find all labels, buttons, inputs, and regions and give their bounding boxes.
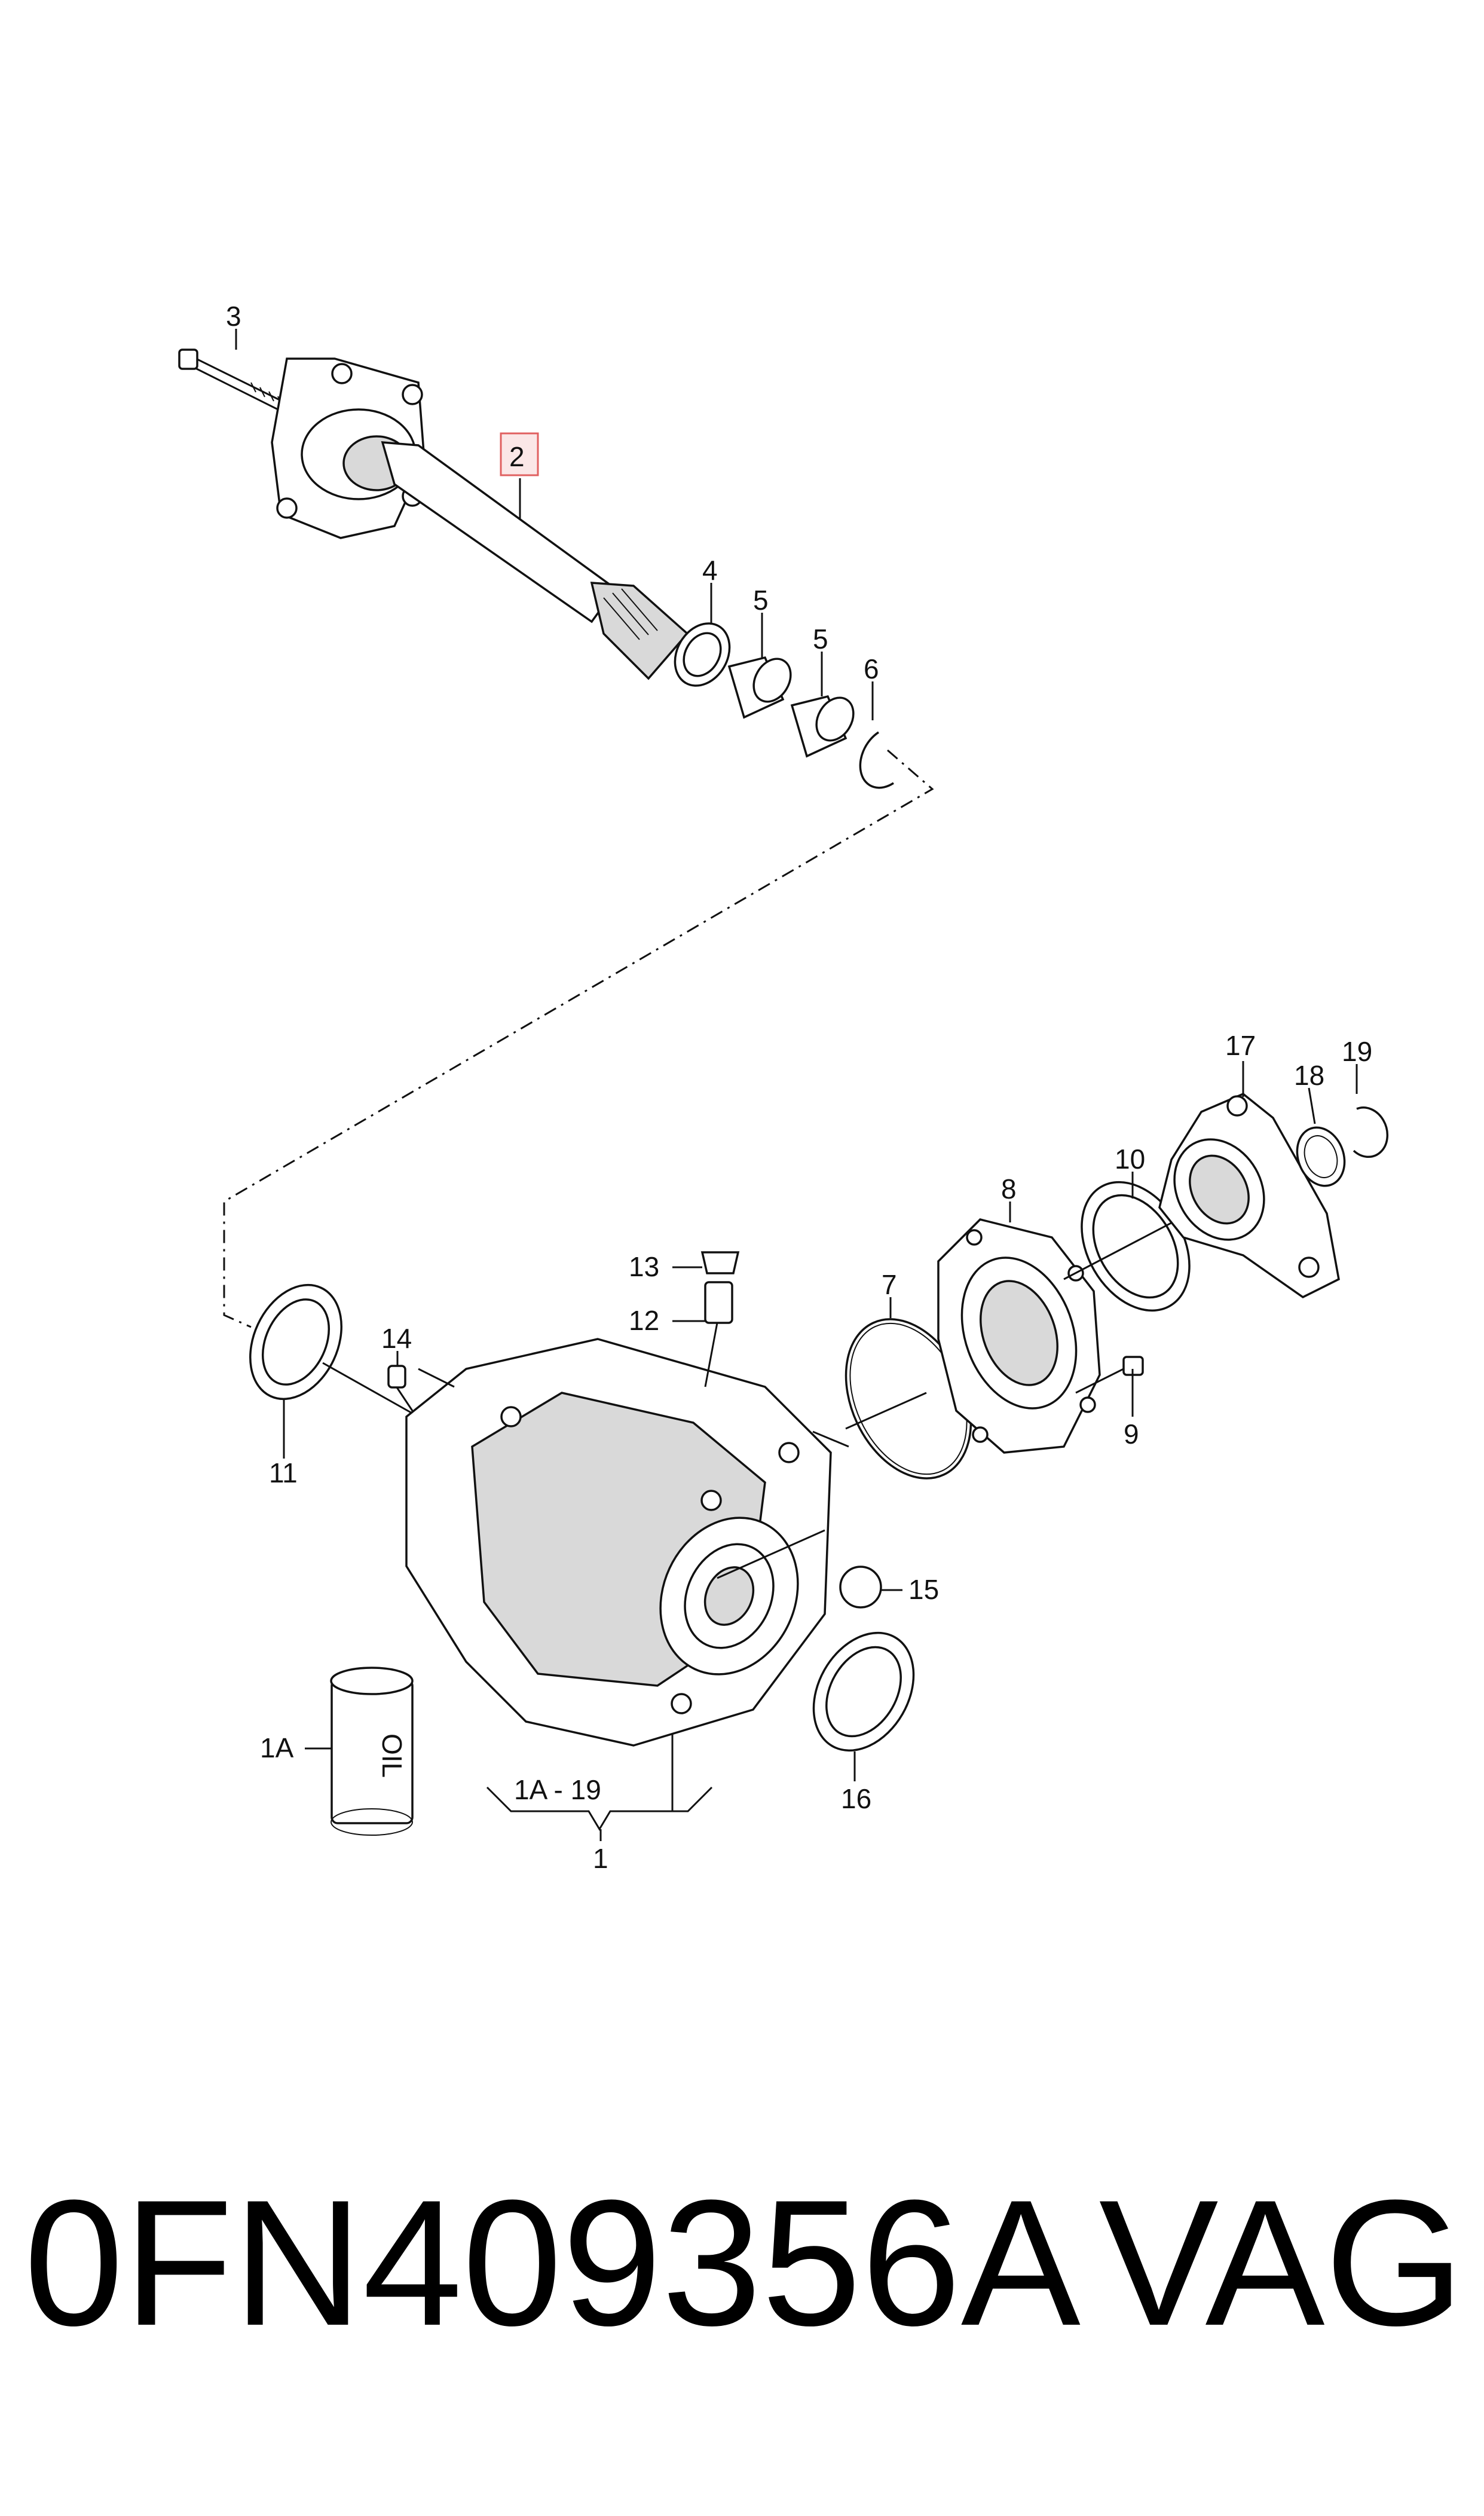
- callout-11: 11: [269, 1457, 298, 1488]
- callout-1A-19: 1A - 19: [514, 1774, 601, 1805]
- callout-5a: 5: [753, 585, 769, 616]
- leader-lines: [235, 329, 1358, 1750]
- callout-10: 10: [1115, 1144, 1145, 1175]
- breather-screw: [387, 1365, 414, 1411]
- shaft-seal-right: [1063, 1181, 1191, 1312]
- callout-13: 13: [629, 1251, 659, 1282]
- callout-9: 9: [1124, 1419, 1139, 1450]
- callout-12: 12: [629, 1305, 659, 1336]
- part-caption: 0FN409356A VAG: [24, 2164, 1470, 2361]
- callout-18: 18: [1294, 1060, 1324, 1091]
- o-ring: [844, 1318, 972, 1479]
- callout-17: 17: [1225, 1030, 1256, 1061]
- callout-19: 19: [1342, 1036, 1372, 1067]
- output-flange: [1158, 1092, 1340, 1299]
- housing-seal: [812, 1631, 915, 1781]
- needle-bearing: [727, 656, 792, 719]
- callout-1: 1: [593, 1843, 608, 1874]
- callout-2: 2: [509, 441, 525, 472]
- callout-5b: 5: [813, 623, 828, 655]
- brand-name: VAG: [1099, 2162, 1464, 2363]
- retaining-clip: [1353, 1106, 1389, 1158]
- callout-14: 14: [381, 1323, 412, 1354]
- part-number: 0FN409356A: [24, 2162, 1081, 2363]
- assembly-dashed-line: [223, 749, 934, 1328]
- flange-bolt: [178, 348, 293, 417]
- needle-bearing-2: [790, 695, 855, 758]
- oil-can: OIL: [330, 1667, 414, 1836]
- group-bracket: [486, 1786, 713, 1831]
- plug: [839, 1566, 902, 1609]
- circlip: [859, 731, 894, 789]
- bearing-cover: [937, 1218, 1101, 1454]
- callout-7: 7: [882, 1269, 897, 1300]
- shaft-seal-left: [249, 1283, 419, 1418]
- callout-6: 6: [864, 653, 879, 684]
- oil-can-label: OIL: [377, 1734, 408, 1778]
- flange-washer: [1296, 1126, 1346, 1187]
- callout-16: 16: [841, 1783, 871, 1814]
- callout-labels: 3 2 4 5 5 6 17 18 19 10 8 7 13 12 14 9 1…: [226, 301, 1372, 1874]
- cap: [700, 1251, 740, 1274]
- callout-8: 8: [1001, 1173, 1017, 1204]
- callout-1A: 1A: [260, 1732, 294, 1763]
- callout-3: 3: [226, 301, 241, 332]
- callout-4: 4: [702, 555, 718, 586]
- drive-shaft: [271, 357, 689, 680]
- highlight-box: [500, 432, 539, 476]
- seal-ring: [674, 622, 731, 687]
- cover-bolt: [1075, 1356, 1144, 1394]
- callout-15: 15: [908, 1574, 939, 1605]
- transfer-case-housing: [405, 1338, 849, 1747]
- plug-pin: [704, 1281, 733, 1387]
